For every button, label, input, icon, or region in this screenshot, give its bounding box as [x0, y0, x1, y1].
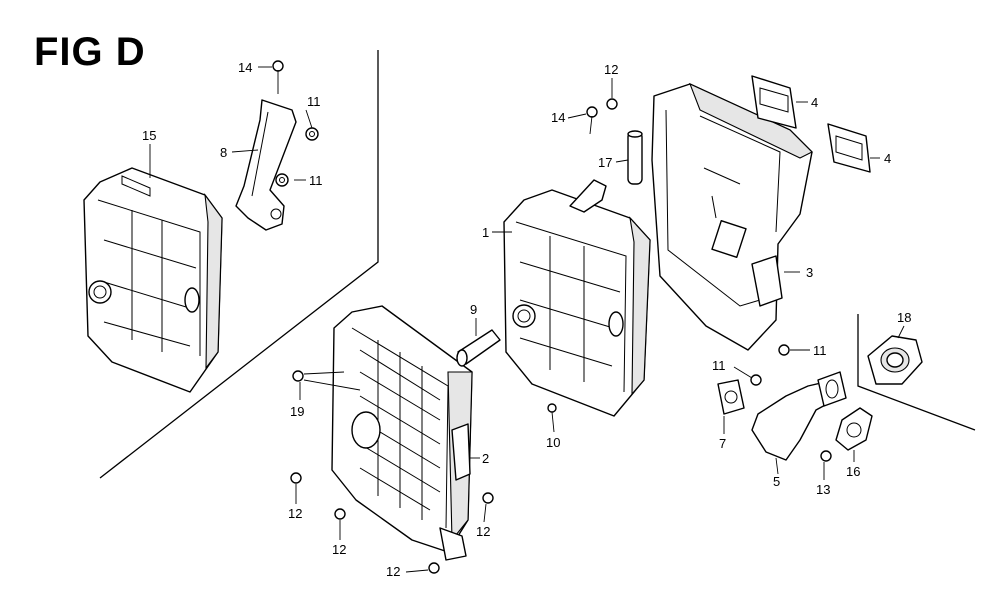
fastener-11-upper [305, 127, 319, 141]
callout-4-lower: 4 [884, 151, 891, 166]
fastener-10 [547, 403, 557, 413]
callout-11-upper: 11 [307, 94, 321, 109]
part-2-protector [331, 305, 473, 561]
fastener-14-center [586, 106, 598, 135]
part-16-gasket [835, 407, 873, 451]
callout-9: 9 [470, 302, 477, 317]
callout-11-mid: 11 [712, 358, 726, 373]
part-1-muffler [503, 179, 651, 417]
fastener-12-a [290, 472, 302, 484]
fastener-11-mid [750, 374, 762, 386]
callout-18: 18 [897, 310, 911, 325]
fastener-12-top [606, 98, 618, 110]
callout-12-d: 12 [386, 564, 400, 579]
part-15-muffler [83, 167, 223, 393]
callout-12-c: 12 [476, 524, 490, 539]
callout-12-a: 12 [288, 506, 302, 521]
callout-2: 2 [482, 451, 489, 466]
callouts: 14 11 8 11 15 12 14 17 4 4 1 3 9 18 11 1… [142, 60, 911, 579]
fastener-19 [292, 370, 304, 382]
part-3-cover [651, 82, 813, 351]
fastener-14-top-left [272, 60, 284, 94]
callout-1: 1 [482, 225, 489, 240]
callout-3: 3 [806, 265, 813, 280]
callout-7: 7 [719, 436, 726, 451]
callout-12-b: 12 [332, 542, 346, 557]
callout-5: 5 [773, 474, 780, 489]
part-5-exhaust-pipe [751, 371, 847, 461]
callout-12-top: 12 [604, 62, 618, 77]
section-border-right [857, 314, 976, 431]
fastener-12-c [482, 492, 494, 504]
part-7-gasket [717, 379, 745, 415]
callout-19: 19 [290, 404, 304, 419]
fastener-13 [820, 450, 832, 462]
callout-15: 15 [142, 128, 156, 143]
fastener-12-b [334, 508, 346, 520]
section-border-left [99, 50, 379, 479]
callout-8: 8 [220, 145, 227, 160]
part-4-clip-upper [751, 75, 797, 129]
callout-13: 13 [816, 482, 830, 497]
fastener-11-lower [275, 173, 289, 187]
callout-11-right: 11 [813, 343, 827, 358]
part-4-clip-lower [827, 123, 871, 173]
leader-lines [149, 66, 905, 573]
callout-11-lower: 11 [309, 173, 323, 188]
fastener-11-right [778, 344, 790, 356]
figure-title: FIG D [34, 30, 146, 74]
part-17-sleeve [627, 130, 643, 185]
callout-16: 16 [846, 464, 860, 479]
callout-17: 17 [598, 155, 612, 170]
part-18-gasket [867, 335, 923, 385]
callout-10: 10 [546, 435, 560, 450]
callout-14-left: 14 [238, 60, 252, 75]
part-9-tailpipe [456, 329, 501, 367]
part-8-bracket [235, 99, 297, 231]
fastener-12-d [428, 562, 440, 574]
callout-4-upper: 4 [811, 95, 818, 110]
callout-14-center: 14 [551, 110, 565, 125]
